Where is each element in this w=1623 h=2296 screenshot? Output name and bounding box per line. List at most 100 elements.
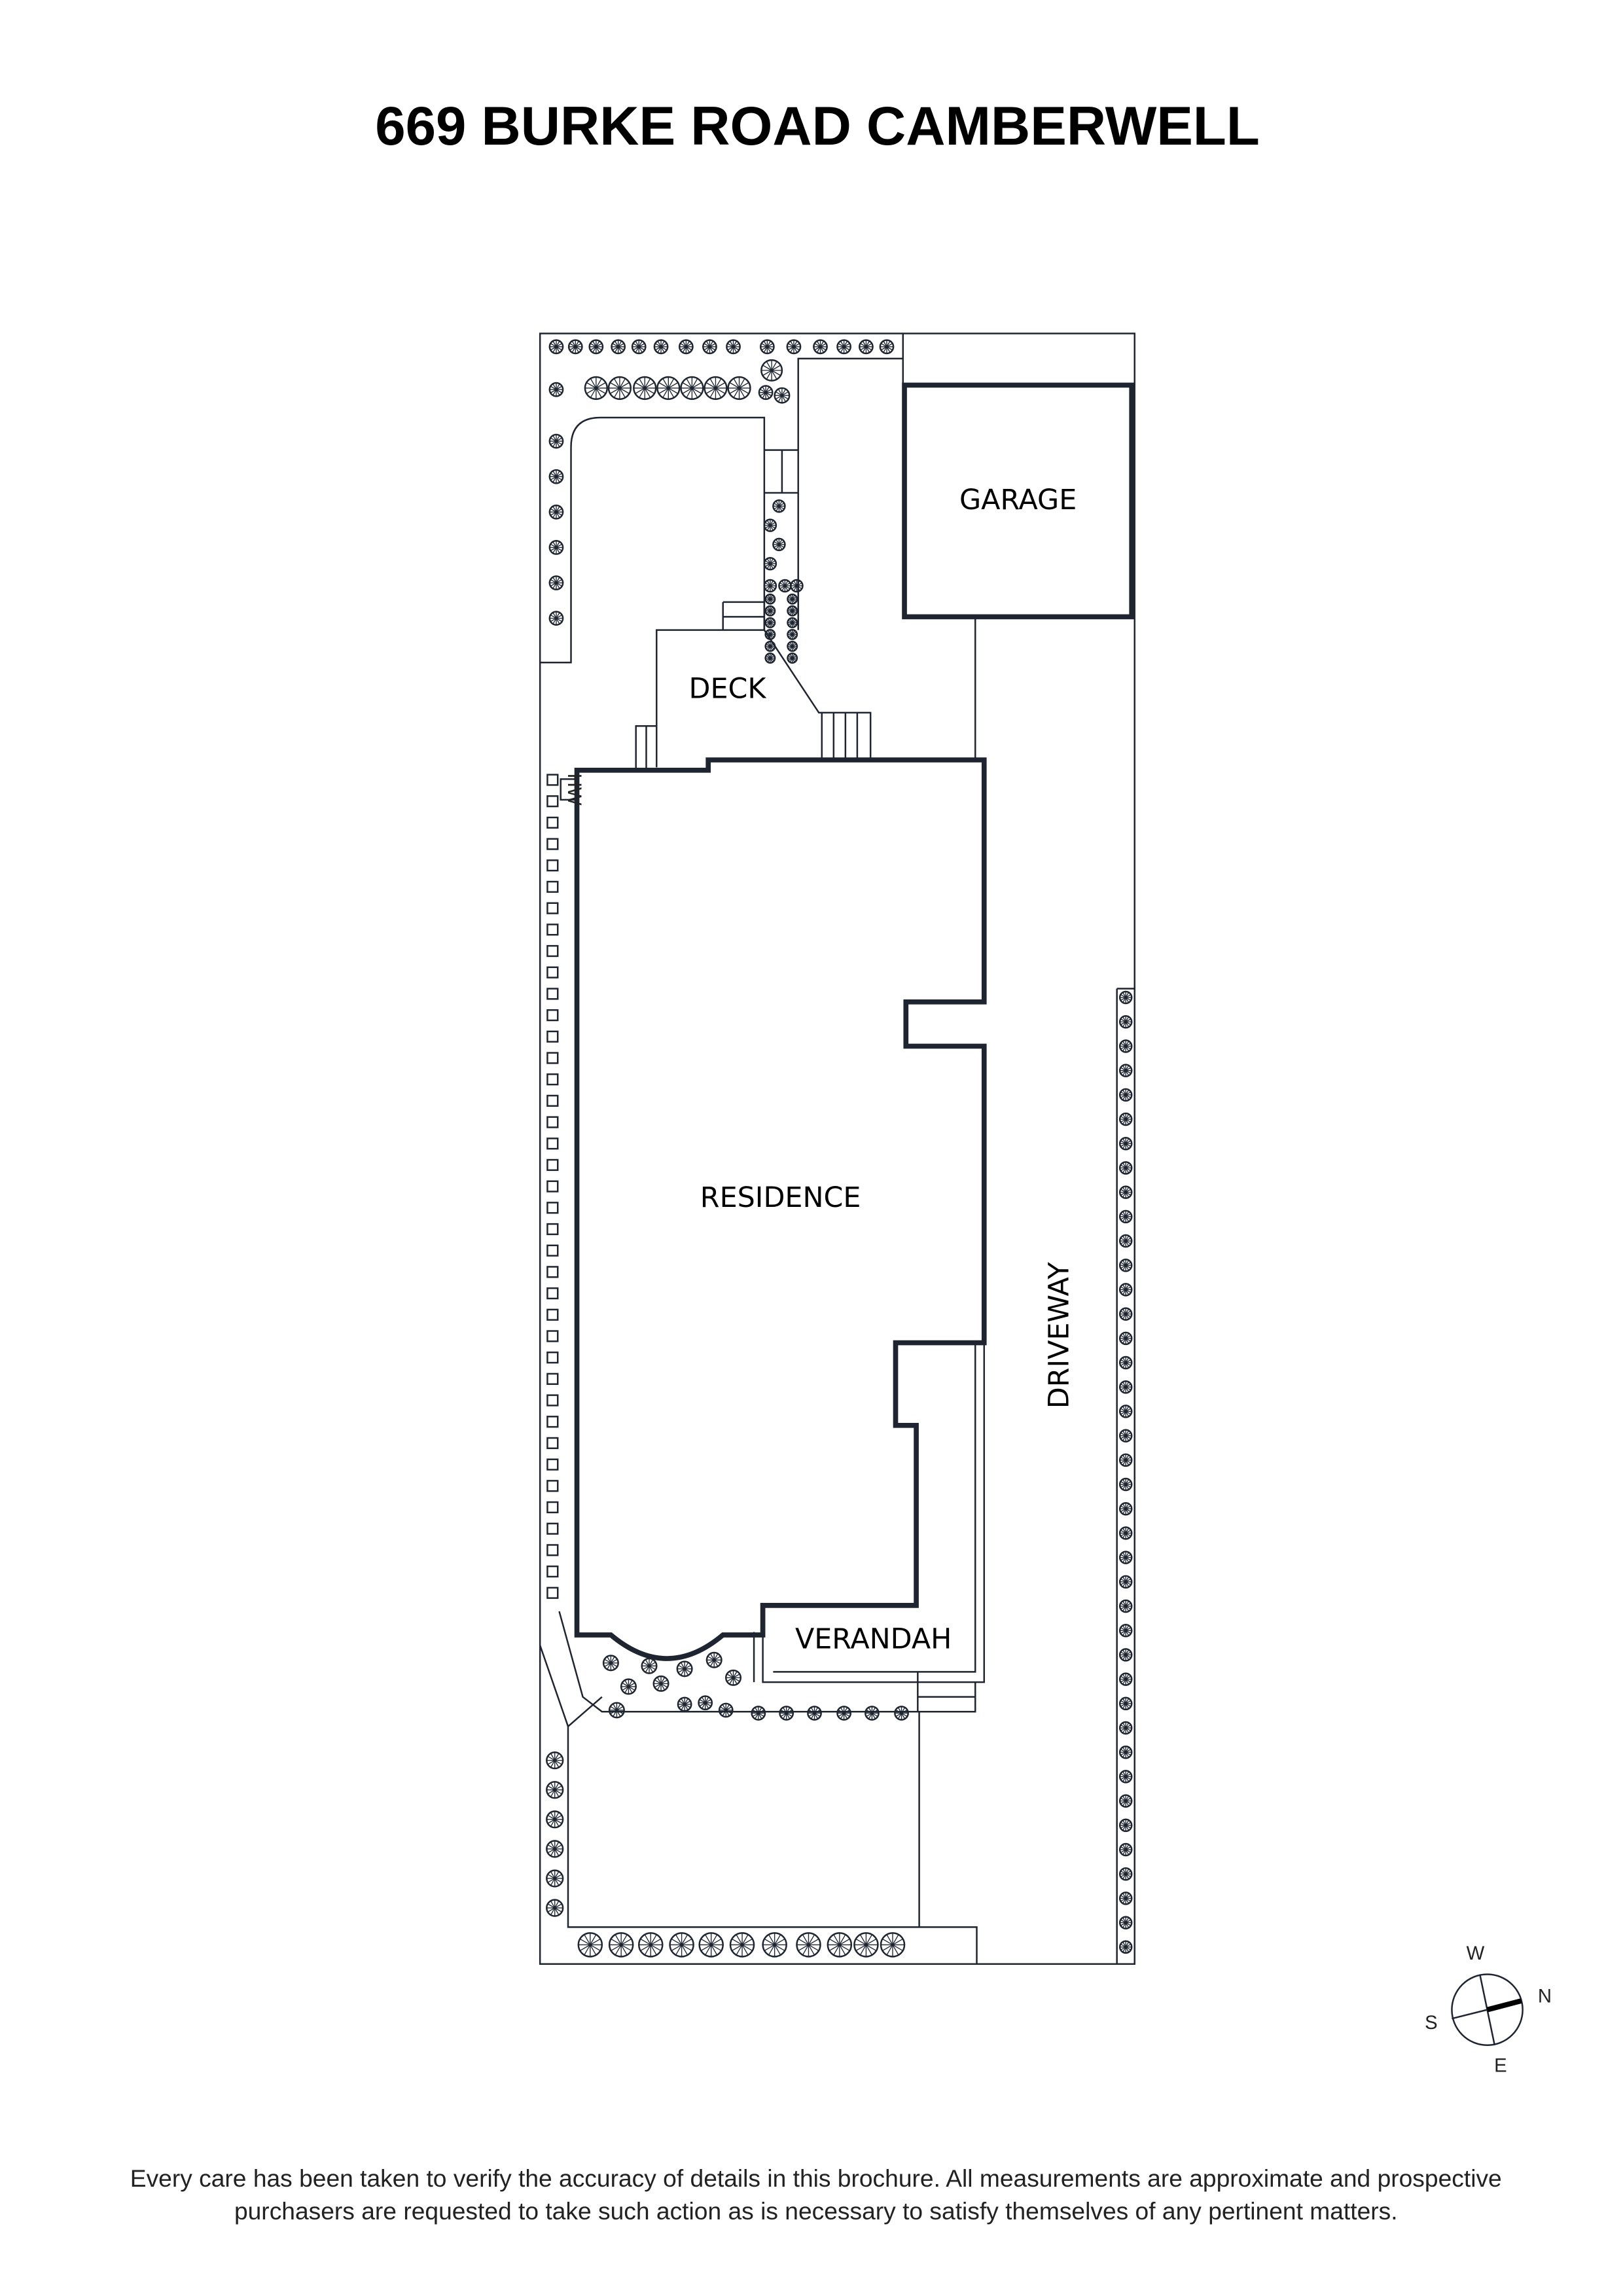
hedge-shrub — [546, 859, 559, 872]
tree-icon — [1118, 1210, 1133, 1224]
svg-text:N: N — [1538, 1985, 1552, 2007]
tree-icon — [764, 653, 776, 664]
tree-icon — [1118, 1745, 1133, 1759]
tree-icon — [577, 1932, 603, 1958]
tree-icon — [759, 339, 775, 355]
tree-icon — [1118, 1161, 1133, 1175]
tree-icon — [787, 593, 798, 605]
tree-icon — [724, 1669, 742, 1686]
tree-icon — [548, 611, 564, 626]
tree-icon — [1118, 1405, 1133, 1418]
compass: W N S E — [1425, 1943, 1552, 2076]
tree-icon — [1118, 1892, 1133, 1905]
tree-icon — [1118, 1112, 1133, 1126]
tree-icon — [1118, 1526, 1133, 1540]
tree-icon — [764, 593, 776, 605]
hedge-shrub — [546, 1372, 559, 1385]
tree-icon — [787, 628, 798, 640]
hedge-shrub — [546, 1352, 559, 1364]
hedge-shrub — [546, 1522, 559, 1535]
tree-icon — [608, 1702, 625, 1719]
tree-icon — [764, 641, 776, 652]
hedge-shrub — [546, 1501, 559, 1514]
hot-water-unit: HW — [560, 774, 585, 806]
tree-icon — [813, 339, 828, 355]
tree-icon — [1118, 1307, 1133, 1321]
driveway-label: DRIVEWAY — [1043, 1262, 1075, 1409]
tree-icon — [1118, 1185, 1133, 1199]
tree-icon — [1118, 1770, 1133, 1784]
tree-icon — [774, 387, 791, 404]
hedge-shrub — [546, 1480, 559, 1492]
tree-icon — [1118, 1039, 1133, 1053]
tree-icon — [718, 1702, 734, 1718]
rear-garden-lines — [540, 333, 976, 761]
hedge-shrub — [546, 1394, 559, 1407]
tree-icon — [677, 1696, 692, 1712]
hedge-shrub — [546, 902, 559, 914]
tree-icon — [853, 1932, 879, 1958]
tree-icon — [548, 575, 564, 590]
front-garden-lines — [539, 1611, 978, 1964]
tree-icon — [584, 376, 608, 401]
hedge-shrub — [546, 1565, 559, 1578]
tree-icon — [726, 339, 741, 355]
garage-label: GARAGE — [959, 484, 1077, 516]
hedge-shrub — [546, 1416, 559, 1428]
tree-icon — [652, 1675, 669, 1692]
tree-icon — [827, 1932, 853, 1958]
tree-icon — [633, 376, 657, 401]
deck-label: DECK — [688, 672, 766, 705]
tree-icon — [778, 579, 792, 593]
tree-icon — [678, 339, 694, 355]
tree-icon — [1118, 1380, 1133, 1394]
svg-text:S: S — [1425, 2012, 1438, 2034]
tree-icon — [548, 469, 564, 484]
disclaimer-line-2: purchasers are requested to take such ac… — [234, 2197, 1398, 2225]
tree-icon — [894, 1706, 909, 1721]
hedge-shrub — [546, 924, 559, 936]
garage — [902, 382, 1135, 620]
tree-icon — [727, 376, 751, 401]
tree-icon — [680, 376, 704, 401]
tree-icon — [790, 579, 804, 593]
hedge-shrub — [546, 1202, 559, 1214]
tree-icon — [611, 339, 626, 355]
hedge-shrub — [546, 838, 559, 850]
tree-icon — [602, 1655, 619, 1672]
tree-icon — [763, 518, 777, 532]
hedge-squares — [546, 774, 559, 1599]
tree-icon — [546, 1751, 564, 1770]
tree-icon — [1118, 1599, 1133, 1613]
tree-icon — [631, 339, 647, 355]
tree-icon — [764, 605, 776, 617]
hedge-shrub — [546, 880, 559, 893]
tree-icon — [1118, 1818, 1133, 1833]
tree-icon — [1118, 1623, 1133, 1638]
tree-icon — [608, 1932, 634, 1958]
hedge-shrub — [546, 1138, 559, 1150]
tree-icon — [1118, 1429, 1133, 1443]
tree-icon — [1118, 1355, 1133, 1370]
hedge-shrub — [546, 1052, 559, 1064]
hedge-shrub — [546, 1030, 559, 1043]
residence — [574, 757, 987, 1661]
tree-icon — [762, 1932, 787, 1958]
hedge-shrub — [546, 1544, 559, 1556]
tree-icon — [758, 385, 774, 401]
tree-icon — [807, 1706, 822, 1721]
residence-label: RESIDENCE — [700, 1181, 861, 1214]
tree-icon — [786, 339, 802, 355]
tree-icon — [787, 653, 798, 664]
hedge-shrub — [546, 1180, 559, 1193]
hedge-shrub — [546, 774, 559, 786]
tree-icon — [772, 537, 786, 552]
tree-icon — [880, 1932, 906, 1958]
tree-icon — [607, 376, 632, 401]
tree-icon — [669, 1932, 694, 1958]
hedge-shrub — [546, 1073, 559, 1086]
tree-icon — [546, 1781, 564, 1799]
tree-icon — [548, 382, 564, 397]
svg-text:W: W — [1467, 1943, 1485, 1964]
hedge-shrub — [546, 1308, 559, 1321]
